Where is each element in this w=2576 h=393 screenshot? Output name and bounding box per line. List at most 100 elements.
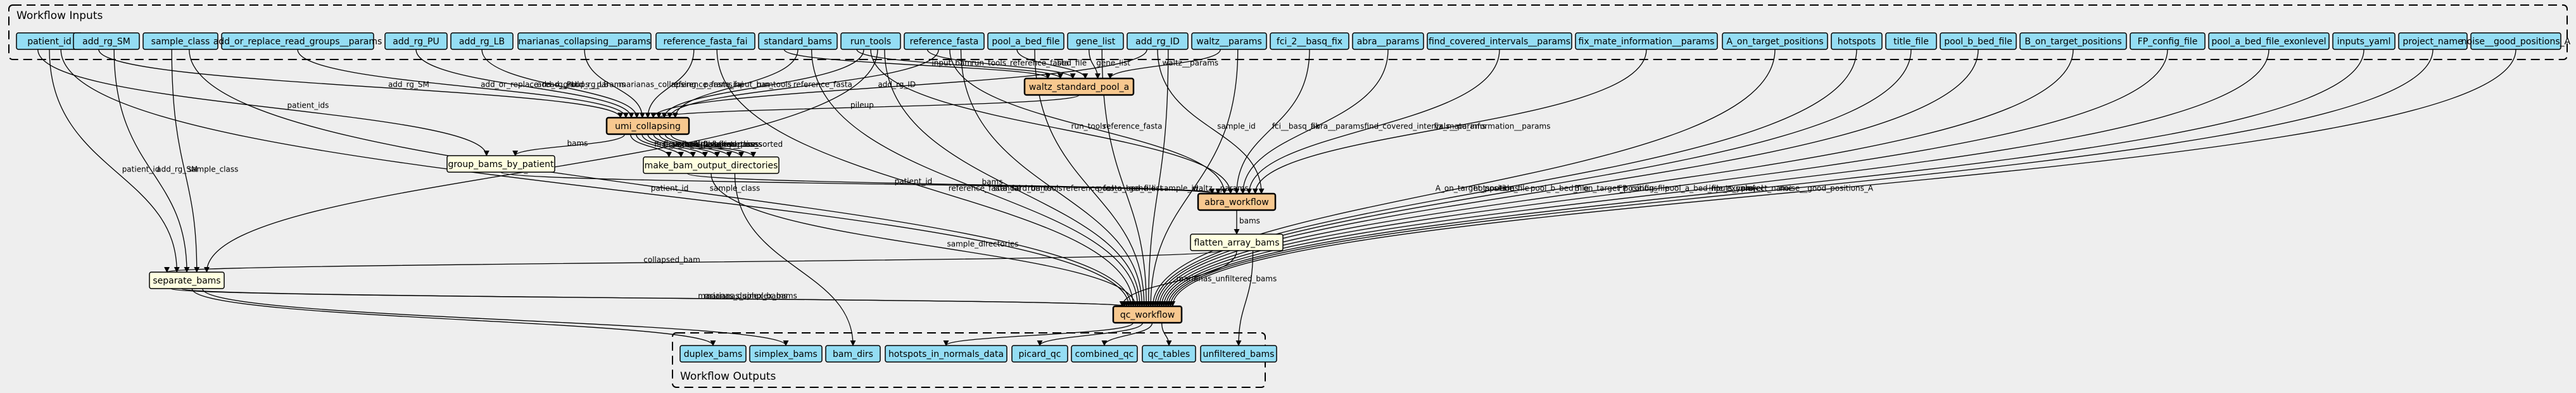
input-node-add-rg-sm[interactable]: add_rg_SM	[73, 32, 140, 50]
node-box	[904, 32, 985, 50]
node-label: waltz__params	[1196, 37, 1262, 47]
input-node-pool-a-bed-file[interactable]: pool_a_bed_file	[987, 32, 1064, 50]
subworkflow-node-waltz-standard-pool-a[interactable]: waltz_standard_pool_a	[1023, 77, 1135, 96]
edge-label: reference_fasta_fai	[949, 184, 1021, 192]
edge-waltz-params-to-qc-workflow	[1147, 49, 1239, 307]
inputs-cluster-title: Workflow Inputs	[16, 9, 103, 22]
node-label: find_covered_intervals__params	[1429, 37, 1570, 47]
input-node-inputs-yaml[interactable]: inputs_yaml	[2332, 32, 2396, 50]
edge-qc-workflow-to-combined-qc	[1101, 322, 1153, 346]
output-node-hotspots-in-normals-data[interactable]: hotspots_in_normals_data	[885, 345, 1007, 363]
node-box	[450, 32, 514, 50]
node-box	[1722, 32, 1828, 50]
input-node-sample-class[interactable]: sample_class	[142, 32, 218, 50]
subworkflow-node-qc-workflow[interactable]: qc_workflow	[1112, 305, 1183, 324]
input-node-fix-mate-information-params[interactable]: fix_mate_information__params	[1575, 32, 1718, 50]
edge-label: r2_fastq	[700, 140, 731, 149]
node-box	[1190, 234, 1284, 251]
input-node-project-name[interactable]: project_name	[2398, 32, 2468, 50]
input-node-patient-id[interactable]: patient_id	[16, 32, 83, 50]
node-box	[1197, 192, 1277, 211]
node-label: waltz_standard_pool_a	[1029, 82, 1129, 92]
node-label: duplex_bams	[684, 349, 743, 359]
input-node-fci-2-basq-fix[interactable]: fci_2__basq_fix	[1270, 32, 1349, 50]
node-label: add_rg_PU	[393, 37, 439, 47]
edge-inputs-yaml-to-qc-workflow	[1165, 49, 2364, 307]
input-node-pool-b-bed-file[interactable]: pool_b_bed_file	[1940, 32, 2017, 50]
edge-label: pool_a_bed_file	[1097, 184, 1156, 192]
node-box	[1112, 305, 1183, 324]
output-node-combined-qc[interactable]: combined_qc	[1071, 345, 1138, 363]
task-node-make-bam-output-directories[interactable]: make_bam_output_directories	[643, 156, 780, 174]
input-node-title-file[interactable]: title_file	[1885, 32, 1937, 50]
output-node-picard-qc[interactable]: picard_qc	[1011, 345, 1068, 363]
edge-umi-collapsing-to-make-bam-output-directories	[647, 134, 708, 158]
input-node-reference-fasta-fai[interactable]: reference_fasta_fai	[655, 32, 755, 50]
edge-separate-bams-to-simplex-bams	[202, 288, 789, 346]
output-node-bam-dirs[interactable]: bam_dirs	[825, 345, 881, 363]
task-node-flatten-array-bams[interactable]: flatten_array_bams	[1190, 234, 1284, 251]
input-node-noise-good-positions-a[interactable]: noise__good_positions_A	[2461, 32, 2571, 50]
edge-label: second_pass	[709, 140, 757, 149]
edge-standard-bams-to-umi-collapsing	[672, 49, 799, 118]
input-node-add-rg-lb[interactable]: add_rg_LB	[450, 32, 514, 50]
input-node-find-covered-intervals-params[interactable]: find_covered_intervals__params	[1427, 32, 1572, 50]
node-box	[679, 345, 747, 363]
subworkflow-node-umi-collapsing[interactable]: umi_collapsing	[605, 116, 690, 135]
output-node-simplex-bams[interactable]: simplex_bams	[749, 345, 823, 363]
edge-label: noise__good_positions_A	[1779, 184, 1874, 192]
node-label: add_rg_SM	[82, 37, 130, 47]
output-node-qc-tables[interactable]: qc_tables	[1142, 345, 1196, 363]
node-label: qc_workflow	[1120, 310, 1175, 320]
node-box	[605, 116, 690, 135]
input-node-standard-bams[interactable]: standard_bams	[758, 32, 838, 50]
input-node-reference-fasta[interactable]: reference_fasta	[904, 32, 985, 50]
input-node-fp-config-file[interactable]: FP_config_file	[2130, 32, 2206, 50]
node-label: bam_dirs	[833, 349, 873, 359]
edge-umi-collapsing-to-make-bam-output-directories	[659, 134, 733, 158]
inputs-cluster-border	[8, 4, 2568, 60]
task-node-separate-bams[interactable]: separate_bams	[149, 271, 225, 289]
input-node-hotspots[interactable]: hotspots	[1831, 32, 1883, 50]
node-label: run_tools	[850, 37, 891, 47]
edge-label: patient_id	[122, 165, 160, 174]
edge-label: marianas_duplex_bams	[698, 291, 787, 300]
edge-pool-a-bed-file-to-qc-workflow	[1034, 49, 1147, 307]
edge-add-or-replace-read-groups-params-to-umi-collapsing	[297, 49, 629, 118]
edge-label: standard_bams	[994, 184, 1052, 192]
input-node-add-rg-id[interactable]: add_rg_ID	[1127, 32, 1189, 50]
edge-label: sample_class	[710, 184, 760, 192]
node-label: reference_fasta	[910, 37, 979, 47]
input-node-add-or-replace-read-groups-params[interactable]: add_or_replace_read_groups__params	[213, 32, 382, 50]
node-label: hotspots_in_normals_data	[888, 349, 1004, 359]
input-node-b-on-target-positions[interactable]: B_on_target_positions	[2019, 32, 2127, 50]
task-node-group-bams-by-patient[interactable]: group_bams_by_patient	[446, 155, 555, 173]
subworkflow-node-abra-workflow[interactable]: abra_workflow	[1197, 192, 1277, 211]
edge-label: gene_list	[1096, 58, 1130, 67]
input-node-add-rg-pu[interactable]: add_rg_PU	[384, 32, 448, 50]
edge-label: gene_list	[1129, 184, 1163, 192]
node-box	[758, 32, 838, 50]
output-node-duplex-bams[interactable]: duplex_bams	[679, 345, 747, 363]
edge-reference-fasta-to-umi-collapsing	[667, 49, 939, 118]
node-box	[2332, 32, 2396, 50]
edge-label: inputs_yaml	[1709, 184, 1755, 192]
edge-qc-workflow-to-picard-qc	[1037, 322, 1144, 346]
input-node-marianas-collapsing-params[interactable]: marianas_collapsing__params	[517, 32, 652, 50]
input-node-waltz-params[interactable]: waltz__params	[1191, 32, 1267, 50]
node-label: hotspots	[1838, 37, 1876, 47]
node-label: gene_list	[1076, 37, 1116, 47]
inputs-cluster: Workflow Inputs	[8, 4, 2568, 60]
edge-qc-workflow-to-qc-tables	[1161, 322, 1172, 346]
input-node-a-on-target-positions[interactable]: A_on_target_positions	[1722, 32, 1828, 50]
output-node-unfiltered-bams[interactable]: unfiltered_bams	[1200, 345, 1277, 363]
input-node-gene-list[interactable]: gene_list	[1067, 32, 1124, 50]
edge-sample-class-to-separate-bams	[171, 49, 200, 273]
node-box	[517, 32, 652, 50]
input-node-pool-a-bed-file-exonlevel[interactable]: pool_a_bed_file_exonlevel	[2208, 32, 2330, 50]
input-node-run-tools[interactable]: run_tools	[840, 32, 901, 50]
input-node-abra-params[interactable]: abra__params	[1352, 32, 1424, 50]
node-label: umi_collapsing	[615, 122, 681, 132]
node-box	[221, 32, 374, 50]
node-box	[1023, 77, 1135, 96]
